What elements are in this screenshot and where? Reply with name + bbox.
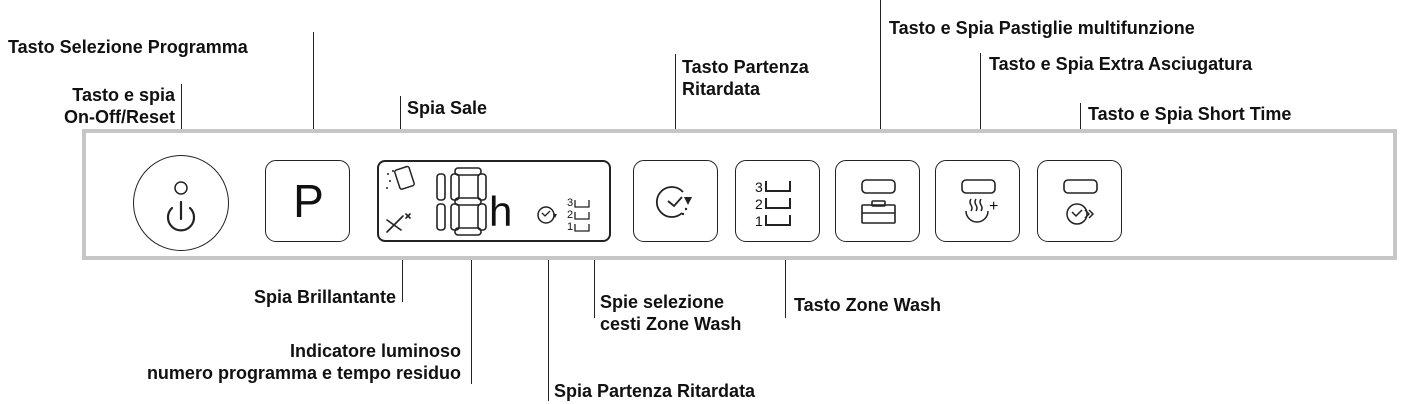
delay-clock-icon: [655, 186, 692, 218]
leader-line-delay-indicator: [548, 254, 549, 401]
basket-number-1: 1: [567, 221, 574, 233]
label-display-line1: Indicatore luminoso: [289, 341, 461, 361]
label-basket-indicators-line2: cesti Zone Wash: [600, 314, 742, 334]
leader-line-program: [313, 32, 314, 164]
digit-eight: [450, 167, 487, 236]
rinse-aid-indicator-icon: [386, 213, 411, 233]
zone-basket-3: 3: [755, 179, 763, 195]
extra-dry-button[interactable]: +: [935, 160, 1020, 242]
power-icon: [166, 181, 196, 232]
leader-line-rinse-aid: [402, 252, 403, 302]
leader-line-extra-dry: [980, 53, 981, 164]
label-multitab: Tasto e Spia Pastiglie multifunzione: [889, 18, 1195, 38]
leader-line-delay-start: [675, 54, 676, 164]
zone-wash-button[interactable]: 3 2 1: [735, 160, 820, 242]
extra-dry-graphics: [961, 179, 996, 223]
multitab-button[interactable]: [835, 160, 920, 242]
basket-indicators-icon: [574, 200, 590, 232]
multitab-led-icon: [861, 179, 896, 194]
zone-basket-1: 1: [755, 213, 763, 229]
extra-dry-led-icon: [961, 179, 996, 194]
label-delay-start-line2: Ritardata: [682, 79, 761, 99]
short-time-graphics: [1063, 179, 1098, 225]
baskets-icon: [765, 181, 791, 226]
tablet-icon: [861, 200, 896, 224]
label-short-time: Tasto e Spia Short Time: [1088, 104, 1292, 124]
leader-line-multitab: [880, 0, 881, 164]
short-time-button[interactable]: [1037, 160, 1122, 242]
label-zone-wash-button: Tasto Zone Wash: [794, 295, 942, 315]
basket-number-2: 2: [567, 209, 574, 221]
power-reset-button[interactable]: [133, 155, 229, 251]
display-graphics: [386, 165, 590, 236]
delay-start-indicator-icon: [537, 206, 557, 224]
extra-dry-plus: +: [989, 198, 999, 215]
salt-indicator-icon: [386, 165, 415, 190]
program-button-label: P: [293, 175, 324, 227]
label-salt-indicator: Spia Sale: [407, 98, 488, 118]
delay-start-button[interactable]: [633, 160, 718, 242]
steam-cup-icon: [965, 198, 989, 223]
leader-line-zone-wash: [785, 246, 786, 318]
label-display-line2: numero programma e tempo residuo: [146, 363, 461, 383]
program-time-display: h 3 2 1: [377, 160, 611, 242]
label-delay-start-indicator: Spia Partenza Ritardata: [554, 381, 756, 401]
fast-clock-icon: [1066, 203, 1095, 225]
zone-basket-2: 2: [755, 196, 763, 212]
label-program-selection-button: Tasto Selezione Programma: [8, 37, 248, 57]
program-button[interactable]: P: [265, 160, 350, 242]
label-onoff-reset-line2: On-Off/Reset: [63, 107, 175, 127]
label-rinse-aid-indicator: Spia Brillantante: [253, 287, 396, 307]
label-onoff-reset-line1: Tasto e spia: [72, 85, 175, 105]
leader-line-power: [181, 84, 182, 159]
label-basket-indicators-line1: Spie selezione: [600, 292, 725, 312]
basket-number-3: 3: [567, 197, 574, 209]
short-time-led-icon: [1063, 179, 1098, 194]
leader-line-baskets: [594, 248, 595, 318]
label-delay-start-line1: Tasto Partenza: [682, 57, 809, 77]
display-hours-unit: h: [489, 188, 513, 235]
digit-one: [436, 173, 446, 231]
leader-line-display: [471, 254, 472, 384]
label-extra-dry: Tasto e Spia Extra Asciugatura: [989, 54, 1253, 74]
multitab-graphics: [861, 179, 896, 224]
